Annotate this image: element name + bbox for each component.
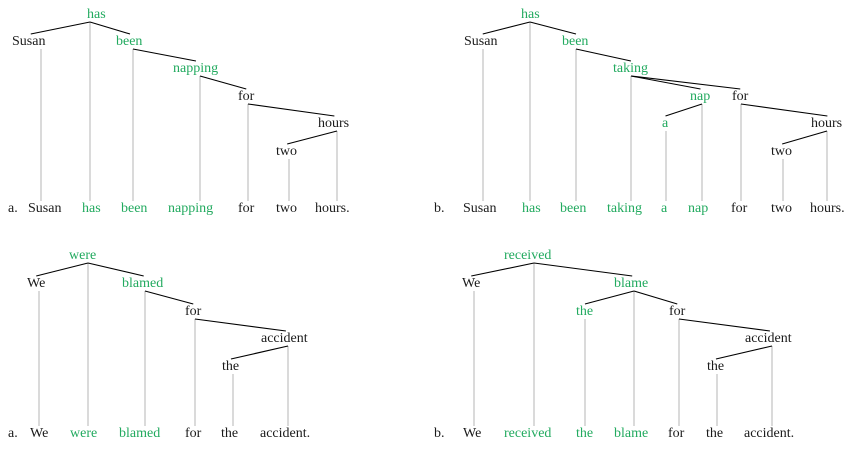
- tree-node-for: for: [732, 89, 749, 104]
- sentence-word: We: [463, 426, 481, 441]
- tree-node-for: for: [185, 304, 202, 319]
- dependency-edge-for-to-accident: [678, 318, 770, 332]
- dependency-edge-has-to-susan: [30, 21, 91, 35]
- dependency-edge-taking-to-for: [630, 75, 741, 90]
- panel-letter: b.: [434, 201, 445, 216]
- panel-letter: b.: [434, 426, 445, 441]
- tree-node-the: the: [222, 359, 239, 374]
- tree-node-accident: accident: [261, 331, 308, 346]
- sentence-word: accident.: [744, 426, 794, 441]
- sentence-word: Susan: [28, 201, 61, 216]
- tree-node-blame: blame: [614, 276, 648, 291]
- dependency-edge-blame-to-the1: [584, 290, 635, 305]
- sentence-word: for: [668, 426, 685, 441]
- dependency-edge-blame-to-for: [633, 290, 678, 305]
- sentence-word: hours.: [810, 201, 845, 216]
- tree-node-napping: napping: [173, 61, 218, 76]
- dependency-edge-nap-to-a: [665, 103, 703, 117]
- sentence-word: nap: [688, 201, 708, 216]
- tree-node-the1: the: [576, 304, 593, 319]
- tree-node-a: a: [662, 116, 669, 131]
- dependency-edge-hours-to-two: [287, 130, 338, 145]
- dependency-edge-been-to-napping: [132, 48, 197, 62]
- sentence-word: a: [661, 201, 668, 216]
- tree-node-were: were: [69, 248, 96, 263]
- dependency-edge-accident-to-the: [230, 345, 289, 360]
- sentence-word: Susan: [463, 201, 496, 216]
- tree-node-susan: Susan: [464, 34, 497, 49]
- sentence-word: two: [276, 201, 297, 216]
- tree-node-two: two: [771, 144, 792, 159]
- tree-node-for: for: [238, 89, 255, 104]
- tree-node-accident: accident: [745, 331, 792, 346]
- dependency-edge-has-to-susan: [482, 21, 531, 35]
- sentence-word: been: [560, 201, 586, 216]
- tree-node-we: We: [27, 276, 45, 291]
- sentence-word: blamed: [119, 426, 160, 441]
- sentence-word: has: [82, 201, 101, 216]
- dependency-edge-were-to-blamed: [87, 262, 144, 277]
- dependency-edge-taking-to-nap: [630, 75, 701, 90]
- tree-node-for: for: [669, 304, 686, 319]
- sentence-word: hours.: [315, 201, 350, 216]
- tree-node-blamed: blamed: [122, 276, 163, 291]
- sentence-word: for: [731, 201, 748, 216]
- dependency-edge-blamed-to-for: [144, 290, 194, 305]
- sentence-word: blame: [614, 426, 648, 441]
- tree-node-the2: the: [707, 359, 724, 374]
- tree-node-taking: taking: [613, 61, 648, 76]
- sentence-word: We: [30, 426, 48, 441]
- sentence-word: taking: [607, 201, 642, 216]
- sentence-word: for: [238, 201, 255, 216]
- sentence-word: were: [70, 426, 97, 441]
- dependency-edge-were-to-we: [36, 262, 89, 277]
- dependency-edge-has-to-been: [89, 21, 131, 35]
- sentence-word: two: [771, 201, 792, 216]
- dependency-edge-received-to-we: [471, 262, 535, 277]
- dependency-edge-for-to-accident: [194, 318, 286, 332]
- sentence-word: for: [185, 426, 202, 441]
- sentence-word: the: [576, 426, 593, 441]
- tree-node-hours: hours: [318, 116, 349, 131]
- panel-letter: a.: [8, 201, 18, 216]
- sentence-word: accident.: [260, 426, 310, 441]
- sentence-word: the: [221, 426, 238, 441]
- dependency-edge-accident-to-the2: [715, 345, 773, 360]
- tree-node-received: received: [504, 248, 551, 263]
- tree-node-nap: nap: [690, 89, 710, 104]
- tree-node-has: has: [87, 7, 106, 22]
- tree-node-two: two: [276, 144, 297, 159]
- tree-node-has: has: [521, 7, 540, 22]
- sentence-word: napping: [168, 201, 213, 216]
- sentence-word: been: [121, 201, 147, 216]
- dependency-edge-been-to-taking: [575, 48, 632, 62]
- dependency-edge-has-to-been: [529, 21, 577, 35]
- panel-letter: a.: [8, 426, 18, 441]
- dependency-edge-received-to-blame: [533, 262, 633, 277]
- tree-node-been: been: [562, 34, 588, 49]
- sentence-word: received: [504, 426, 551, 441]
- tree-node-susan: Susan: [12, 34, 45, 49]
- tree-node-we: We: [462, 276, 480, 291]
- tree-node-been: been: [116, 34, 142, 49]
- dependency-edge-napping-to-for: [199, 75, 247, 90]
- dependency-edge-for-to-hours: [740, 103, 828, 117]
- sentence-word: the: [706, 426, 723, 441]
- sentence-word: has: [522, 201, 541, 216]
- tree-node-hours: hours: [811, 116, 842, 131]
- dependency-edge-hours-to-two: [782, 130, 828, 145]
- dependency-edge-for-to-hours: [247, 103, 335, 117]
